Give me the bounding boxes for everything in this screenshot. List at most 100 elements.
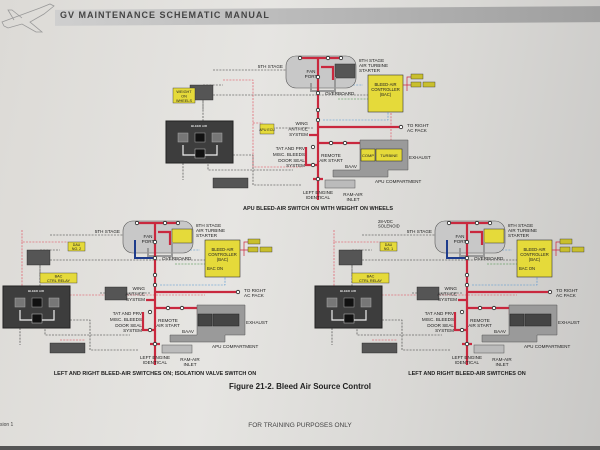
solenoid-label: 28-VDC (378, 219, 393, 224)
baav-label: BAAV (345, 164, 358, 169)
apu-ecu-box (259, 123, 275, 135)
bac-label: (BAC) (529, 257, 541, 262)
ram-air-inlet-label: INLET (495, 362, 508, 367)
bleed-switch (360, 297, 372, 308)
fan-port-label: FAN (144, 234, 153, 239)
bac-ctrl-relay-label: CTRL RELAY (47, 279, 70, 283)
weight-on-wheels-label: ON (181, 95, 187, 99)
wing-anti-ice-label: ANTI-ICE (437, 292, 457, 297)
duct-to-apu (467, 306, 512, 315)
training-notice: FOR TRAINING PURPOSES ONLY (248, 422, 352, 429)
valve-icon (491, 305, 497, 311)
panel-linkage (182, 145, 218, 156)
figure-title: Figure 21-2. Bleed Air Source Control (229, 382, 371, 391)
isolation-switch (31, 313, 43, 324)
door-seal-label: DOOR SEAL (427, 323, 454, 328)
valve-icon (315, 107, 321, 113)
valve-icon (342, 140, 348, 146)
weight-on-wheels-label: WEIGHT (176, 90, 192, 94)
dau-box (67, 241, 86, 252)
air-turbine-starter (334, 63, 356, 79)
left-engine-label: LEFT ENGINE (303, 190, 333, 195)
eighth-stage-label: 8TH STAGE (359, 58, 384, 63)
valve-icon (179, 305, 185, 311)
left-engine-label: IDENTICAL (455, 360, 479, 365)
valve-icon (315, 74, 321, 80)
wing-anti-ice-label: WING (132, 286, 145, 291)
exhaust-label: EXHAUST (558, 320, 580, 325)
diagram-caption: LEFT AND RIGHT BLEED-AIR SWITCHES ON (408, 371, 525, 377)
valve-icon (152, 239, 158, 245)
signal-wire (331, 319, 450, 351)
bac-output (240, 241, 248, 256)
diagram-caption: LEFT AND RIGHT BLEED-AIR SWITCHES ON; IS… (54, 371, 256, 377)
ram-air-inlet-label: INLET (346, 197, 359, 202)
weight-on-wheels-label: WHEELS (176, 99, 193, 103)
isolation-switch (343, 313, 355, 324)
solenoid-label: SOLENOID (378, 224, 400, 229)
bleed-air-duct (137, 221, 178, 245)
bac-ctrl-relay-label: BAC (367, 275, 375, 279)
eighth-stage-label: STARTER (196, 233, 218, 238)
wing-anti-ice-label: WING (295, 121, 308, 126)
left-engine-label: IDENTICAL (306, 195, 330, 200)
indicator-box (259, 246, 273, 253)
wing-anti-ice-label: ANTI-ICE (288, 127, 308, 132)
panel-title: BLEED AIR (191, 124, 208, 128)
diagram-caption: APU BLEED-AIR SWITCH ON WITH WEIGHT ON W… (243, 206, 393, 212)
valve-icon (310, 144, 316, 150)
valve-icon (147, 327, 153, 333)
exhaust-label: EXHAUST (409, 155, 431, 160)
indicator-box (559, 238, 573, 245)
left-engine-label: LEFT ENGINE (452, 355, 482, 360)
eighth-stage-label: 8TH STAGE (196, 223, 221, 228)
remote-air-start-label: REMOTE (321, 153, 341, 158)
door-seal-label: SYSTEM (286, 163, 305, 168)
valve-icon (474, 220, 480, 226)
indicator-box (410, 73, 424, 80)
apu-turbine (375, 148, 403, 162)
fan-port-label: PORT (305, 74, 318, 79)
remote-air-start-label: AIR START (468, 323, 492, 328)
misc-bleeds-label: MISC. BLEEDS (422, 317, 454, 322)
exhaust-label: EXHAUST (246, 320, 268, 325)
valve-icon (464, 272, 470, 278)
bac-ctrl-relay-label: CTRL RELAY (359, 279, 382, 283)
ram-air-inlet-duct (161, 344, 193, 354)
aircraft-logo-icon (1, 3, 55, 33)
bac-output (403, 76, 411, 91)
fan-duct (147, 242, 173, 257)
isolation-box (104, 286, 128, 301)
bac-sensor-wire (323, 112, 389, 121)
valve-icon (297, 55, 303, 61)
panel-linkage (331, 310, 367, 321)
bac-output (552, 241, 560, 256)
left-engine-label: LEFT ENGINE (140, 355, 170, 360)
bleed-air-controller (204, 239, 241, 278)
dau-label: DAU (385, 243, 393, 247)
wing-anti-ice-label: ANTI-ICE (125, 292, 145, 297)
duct-to-apu (318, 141, 363, 150)
ram-air-inlet-label: INLET (183, 362, 196, 367)
remote-air-start-label: AIR START (319, 158, 343, 163)
bleed-air-controller (367, 74, 404, 113)
right-ac-pack-label: TO RIGHT (407, 123, 429, 128)
valve-icon (134, 220, 140, 226)
valve-icon (162, 220, 168, 226)
apu-compartment-label: APU COMPARTMENT (375, 179, 421, 184)
door-seal-label: SYSTEM (123, 328, 142, 333)
valve-icon (315, 176, 321, 182)
valve-icon (315, 117, 321, 123)
bac-label: CONTROLLER (371, 87, 400, 92)
valve-icon (325, 55, 331, 61)
eighth-stage-label: 8TH STAGE (508, 223, 533, 228)
bac-label: BLEED-AIR (523, 247, 545, 252)
overboard-label: OVERBOARD (325, 91, 355, 96)
wing-anti-ice-label: SYSTEM (126, 297, 145, 302)
control-box (26, 249, 51, 266)
bac-ctrl-relay-label: BAC (55, 275, 63, 279)
remote-air-start-label: REMOTE (158, 318, 178, 323)
bleed-switch (31, 297, 43, 308)
eighth-stage-label: AIR TURBINE (196, 228, 225, 233)
